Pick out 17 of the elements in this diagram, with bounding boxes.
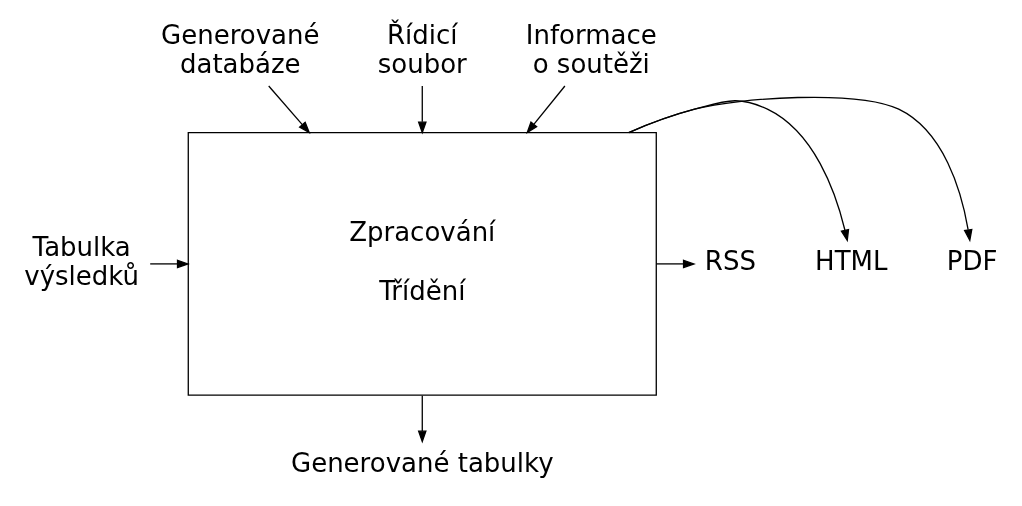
node-text: Tabulka výsledků xyxy=(24,231,140,291)
node-text: Informace o soutěži xyxy=(525,19,657,79)
arrow xyxy=(628,99,850,242)
arrow xyxy=(417,394,427,444)
node-box: Zpracování Třídění xyxy=(187,131,657,396)
arrow xyxy=(417,84,427,135)
node-text: PDF xyxy=(946,245,998,276)
arrow xyxy=(149,258,190,268)
node-text: Generované tabulky xyxy=(290,447,554,478)
node-text: Řídicí soubor xyxy=(377,19,467,79)
node-text: Generované databáze xyxy=(161,19,320,79)
arrow xyxy=(526,84,566,134)
node-text: HTML xyxy=(815,245,888,276)
arrow xyxy=(268,84,311,134)
arrow xyxy=(628,96,973,242)
arrow xyxy=(655,258,696,268)
node-text: RSS xyxy=(704,245,756,276)
